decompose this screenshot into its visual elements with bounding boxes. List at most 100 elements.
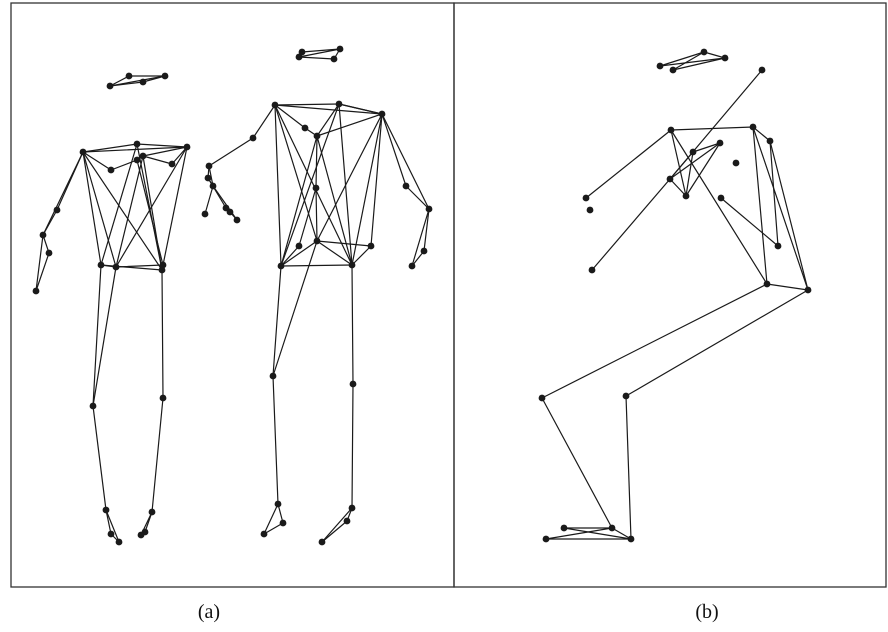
skeleton-b-bone — [692, 142, 721, 153]
skeleton-a-right-bone — [274, 103, 340, 106]
skeleton-b-bone — [611, 527, 632, 540]
skeleton-a-left-joint — [45, 249, 53, 257]
skeleton-a-right-bone — [321, 507, 353, 543]
skeleton-b-bone — [669, 142, 721, 180]
skeleton-b-joint — [669, 66, 677, 74]
skeleton-b-bone — [670, 129, 687, 197]
skeleton-a-right-joint — [205, 162, 213, 170]
skeleton-b-joint — [766, 137, 774, 145]
skeleton-b-bone — [766, 283, 809, 291]
skeleton-a-left-bone — [115, 264, 164, 268]
skeleton-b-bone — [769, 140, 779, 247]
skeleton-a-left-bone — [92, 266, 117, 407]
skeleton-a-right-joint — [271, 101, 279, 109]
skeleton-a-right-joint — [295, 242, 303, 250]
skeleton-b-bone — [670, 129, 768, 285]
skeleton-a-right-bone — [351, 245, 372, 266]
skeleton-a-left-bone — [161, 146, 188, 271]
skeleton-b-joint — [758, 66, 766, 74]
skeleton-b-joint — [749, 123, 757, 131]
skeleton-b-joint — [721, 54, 729, 62]
skeleton-a-left-joint — [159, 261, 167, 269]
skeleton-a-right-joint — [402, 182, 410, 190]
skeleton-a-left-joint — [137, 531, 145, 539]
skeleton-b-bone — [685, 142, 721, 197]
skeleton-a-right-joint — [295, 53, 303, 61]
caption-b: (b) — [695, 601, 718, 623]
skeleton-a-right-bone — [316, 240, 372, 247]
skeleton-a-right-joint — [298, 48, 306, 56]
skeleton-b-joint — [716, 139, 724, 147]
skeleton-a-right-joint — [348, 261, 356, 269]
skeleton-a-right-bone — [280, 264, 353, 267]
skeleton-a-right — [201, 45, 433, 546]
skeleton-a-right-bone — [208, 137, 254, 167]
skeleton-a-right-joint — [367, 242, 375, 250]
skeleton-a-right-joint — [277, 262, 285, 270]
skeleton-a-right-bone — [280, 103, 340, 267]
skeleton-b-bone — [625, 289, 809, 397]
skeleton-b-bone — [669, 151, 694, 180]
skeleton-a-right-bone — [280, 135, 318, 267]
skeleton-a-right-joint — [301, 124, 309, 132]
skeleton-b-joint — [804, 286, 812, 294]
panel-a-frame — [10, 2, 455, 588]
skeleton-a-left-bone — [136, 143, 188, 148]
skeleton-b-joint — [774, 242, 782, 250]
skeleton-b-joint — [538, 394, 546, 402]
skeleton-a-right-joint — [279, 519, 287, 527]
skeleton-a-right-bone — [316, 103, 340, 137]
skeleton-a-left-bone — [109, 75, 130, 87]
skeleton-a-left-joint — [139, 78, 147, 86]
skeleton-b-bone — [563, 527, 632, 540]
skeleton-a-left-bone — [142, 155, 163, 271]
skeleton-a-right-bone — [280, 245, 300, 267]
skeleton-a-right-bone — [272, 265, 282, 377]
skeleton-a-right-joint — [209, 182, 217, 190]
skeleton-a-right-bone — [405, 185, 430, 210]
skeleton-a-left-joint — [133, 156, 141, 164]
skeleton-a-right-joint — [420, 247, 428, 255]
skeleton-a-right-joint — [343, 517, 351, 525]
skeleton-a-right-bone — [298, 56, 335, 60]
skeleton-b-bone — [659, 51, 705, 67]
skeleton-a-left-bone — [35, 234, 44, 292]
skeleton-a-left-joint — [106, 82, 114, 90]
skeleton-a-right-bone — [272, 240, 318, 377]
skeleton-a-left-bone — [142, 155, 173, 165]
skeleton-a-right-bone — [338, 103, 383, 115]
skeleton-a-left-bone — [92, 405, 107, 511]
skeleton-a-right-joint — [204, 174, 212, 182]
skeleton-a-left-bone — [142, 146, 188, 157]
skeleton-a-left-bone — [142, 75, 166, 83]
skeleton-b-joint — [700, 48, 708, 56]
skeleton-a-right-joint — [233, 216, 241, 224]
skeleton-a-left-joint — [115, 538, 123, 546]
skeleton-a-right-bone — [207, 177, 227, 209]
skeleton-a-right-bone — [274, 104, 282, 267]
skeleton-b-joint — [582, 194, 590, 202]
skeleton-b-bone — [545, 527, 613, 540]
skeleton-a-left-joint — [133, 140, 141, 148]
skeleton-a-left-joint — [168, 160, 176, 168]
skeleton-a-left — [32, 72, 191, 546]
skeleton-b-bone — [541, 397, 613, 529]
skeleton-a-left-joint — [125, 72, 133, 80]
skeleton-a-right-joint — [425, 205, 433, 213]
skeleton-a-right-bone — [252, 104, 276, 139]
skeleton-a-left-joint — [161, 72, 169, 80]
skeleton-a-right-bone — [298, 48, 341, 58]
panel-a — [10, 2, 455, 588]
skeleton-b-bone — [752, 126, 768, 285]
skeleton-a-left-bone — [42, 151, 84, 236]
skeleton-a-right-joint — [336, 45, 344, 53]
skeleton-a-left-bone — [82, 151, 117, 268]
skeleton-a-left-bone — [100, 143, 138, 266]
skeleton-a-right-joint — [201, 210, 209, 218]
skeleton-b-bone — [669, 178, 687, 197]
skeleton-b-joint — [627, 535, 635, 543]
skeleton-a-left-bone — [110, 159, 138, 171]
skeleton-a-right-joint — [378, 110, 386, 118]
caption-a: (a) — [198, 601, 220, 623]
